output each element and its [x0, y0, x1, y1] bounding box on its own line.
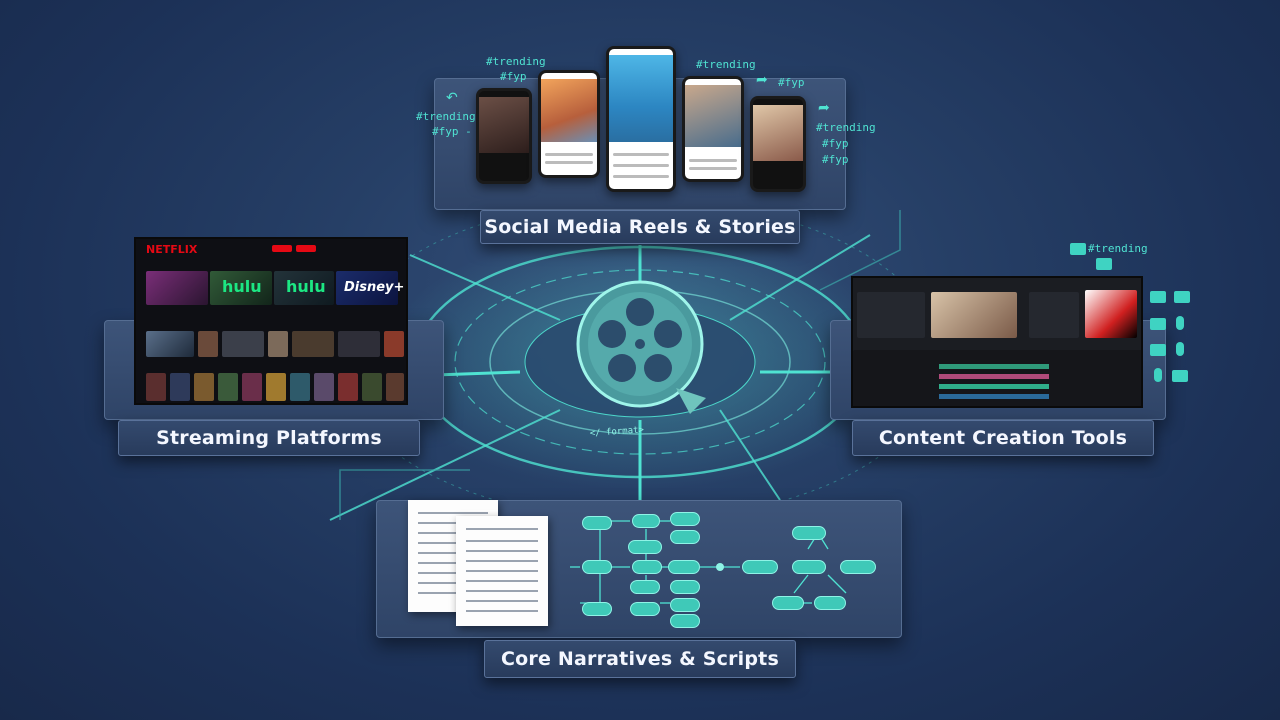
flow-node[interactable] [670, 530, 700, 544]
flow-node[interactable] [840, 560, 876, 574]
circuit-right [819, 210, 901, 291]
flow-node[interactable] [628, 540, 662, 554]
flow-node[interactable] [670, 580, 700, 594]
clapperboard-icon [1096, 258, 1112, 270]
phone-5[interactable] [750, 96, 806, 192]
flow-node[interactable] [630, 580, 660, 594]
hashtag-7: #trending [816, 121, 876, 134]
label-streaming: Streaming Platforms [118, 420, 420, 456]
tile-disney[interactable]: Disney+ [336, 271, 404, 305]
flow-node[interactable] [670, 598, 700, 612]
diag-tl [409, 254, 561, 321]
flow-node[interactable] [792, 560, 826, 574]
clapperboard-icon [1150, 318, 1166, 330]
flow-node[interactable] [632, 560, 662, 574]
script-page-2 [456, 516, 548, 626]
hashtag-8: #fyp [822, 137, 849, 150]
connector-left [434, 370, 521, 377]
hashtag-1: #trending [486, 55, 546, 68]
video-camera-icon [1150, 291, 1166, 303]
phone-1[interactable] [476, 88, 532, 184]
diag-tr [729, 234, 871, 321]
streaming-screen[interactable]: NETFLIX hulu hulu Disney+ [134, 237, 408, 405]
phone-2[interactable] [538, 70, 600, 178]
phone-4[interactable] [682, 76, 744, 182]
share-arrow-icon: ➦ [756, 72, 768, 88]
hub-format-label: </ format> [590, 425, 645, 439]
editor-screen[interactable] [851, 276, 1143, 408]
flow-node[interactable] [582, 560, 612, 574]
phone-3[interactable] [606, 46, 676, 192]
tile-hulu-2[interactable]: hulu [274, 271, 334, 305]
video-camera-icon [1174, 291, 1190, 303]
share-arrow-icon: ➦ [818, 100, 830, 116]
share-arrow-icon: ↶ [446, 90, 458, 106]
flow-node[interactable] [582, 516, 612, 530]
video-camera-icon [1172, 370, 1188, 382]
editor-preview [931, 292, 1017, 338]
netflix-logo: NETFLIX [146, 243, 198, 256]
clapperboard-icon [1150, 344, 1166, 356]
microphone-icon [1176, 342, 1184, 356]
flow-node[interactable] [742, 560, 778, 574]
hashtag-4: #fyp - [432, 125, 472, 138]
film-reel-icon [576, 280, 706, 414]
microphone-icon [1176, 316, 1184, 330]
flow-node[interactable] [630, 602, 660, 616]
label-social: Social Media Reels & Stories [480, 210, 800, 244]
video-camera-icon [1070, 243, 1086, 255]
ring-3 [454, 269, 826, 455]
diag-bl [329, 409, 561, 521]
flow-node[interactable] [668, 560, 700, 574]
hashtag-10: #trending [1088, 242, 1148, 255]
flow-node[interactable] [632, 514, 660, 528]
circuit-left [339, 469, 470, 520]
flow-node[interactable] [670, 614, 700, 628]
flow-node[interactable] [814, 596, 846, 610]
hashtag-2: #fyp [500, 70, 527, 83]
microphone-icon [1154, 368, 1162, 382]
hashtag-9: #fyp [822, 153, 849, 166]
hashtag-5: #trending [696, 58, 756, 71]
label-narratives: Core Narratives & Scripts [484, 640, 796, 678]
hashtag-3: #trending [416, 110, 476, 123]
flow-node[interactable] [792, 526, 826, 540]
flow-node[interactable] [772, 596, 804, 610]
color-picker[interactable] [1085, 290, 1137, 338]
tile-show-1[interactable] [146, 271, 208, 305]
flow-node[interactable] [582, 602, 612, 616]
diag-br [719, 409, 781, 501]
tile-hulu-1[interactable]: hulu [210, 271, 272, 305]
hashtag-6: #fyp [778, 76, 805, 89]
label-tools: Content Creation Tools [852, 420, 1154, 456]
flow-node[interactable] [670, 512, 700, 526]
